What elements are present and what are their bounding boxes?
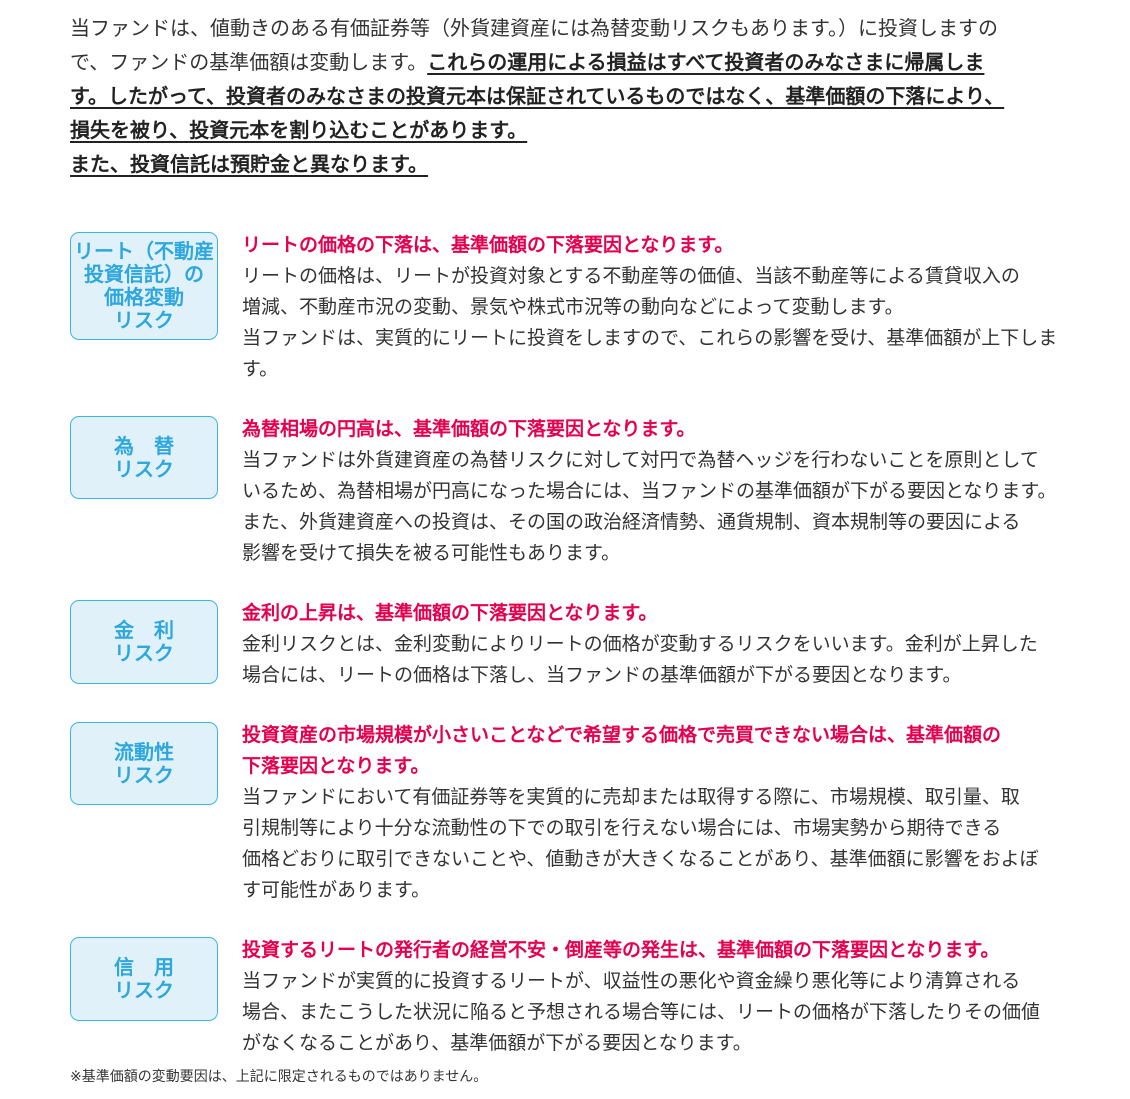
emphasized-text: 損失を被り、投資元本を割り込むことがあります。 (70, 118, 528, 142)
risk-body-line: す可能性があります。 (242, 879, 431, 901)
intro-text: で、ファンドの基準価額は変動します。 (70, 50, 428, 74)
risk-body-line: また、外貨建資産への投資は、その国の政治経済情勢、通貨規制、資本規制等の要因によ… (242, 511, 1021, 533)
risk-description: 為替相場の円高は、基準価額の下落要因となります。当ファンドは外貨建資産の為替リス… (242, 414, 1057, 569)
risk-body-line: リートの価格は、リートが投資対象とする不動産等の価値、当該不動産等による賃貸収入… (242, 265, 1020, 287)
intro-paragraph: 当ファンドは、値動きのある有価証券等（外貨建資産には為替変動リスクもあります。）… (70, 11, 1004, 181)
risk-label: 流動性リスク (70, 722, 218, 805)
risk-headline: リートの価格の下落は、基準価額の下落要因となります。 (242, 234, 734, 256)
risk-body-line: 引規制等により十分な流動性の下での取引を行えない場合には、市場実勢から期待できる (242, 817, 1002, 839)
risk-label-line: 信 用 (114, 955, 174, 979)
risk-body-line: 当ファンドが実質的に投資するリートが、収益性の悪化や資金繰り悪化等により清算され… (242, 970, 1021, 992)
risk-label-line: リスク (114, 978, 174, 1002)
risk-body-line: 価格どおりに取引できないことや、値動きが大きくなることがあり、基準価額に影響をお… (242, 848, 1039, 870)
risk-headline: 投資資産の市場規模が小さいことなどで希望する価格で売買できない場合は、基準価額の (242, 724, 1002, 746)
risk-headline: 下落要因となります。 (242, 755, 430, 777)
emphasized-text: す。したがって、投資者のみなさまの投資元本は保証されているものではなく、基準価額… (70, 84, 1005, 108)
risk-body-line: 場合、またこうした状況に陥ると予想される場合等には、リートの価格が下落したりその… (242, 1001, 1041, 1023)
risk-label-line: 投資信託）の (84, 262, 204, 286)
risk-description: リートの価格の下落は、基準価額の下落要因となります。リートの価格は、リートが投資… (242, 230, 1057, 385)
risk-label-line: リート（不動産 (74, 239, 214, 263)
intro-line: また、投資信託は預貯金と異なります。 (70, 147, 1004, 181)
intro-line: す。したがって、投資者のみなさまの投資元本は保証されているものではなく、基準価額… (70, 79, 1004, 113)
footnote: ※基準価額の変動要因は、上記に限定されるものではありません。 (70, 1069, 488, 1085)
risk-label-line: リスク (114, 456, 174, 481)
risk-body-line: 当ファンドは、実質的にリートに投資をしますので、これらの影響を受け、基準価額が上… (242, 327, 1058, 349)
intro-line: で、ファンドの基準価額は変動します。これらの運用による損益はすべて投資者のみなさ… (70, 45, 1004, 79)
risk-body-line: いるため、為替相場が円高になった場合には、当ファンドの基準価額が下がる要因となり… (242, 480, 1057, 502)
risk-body-line: す。 (242, 358, 279, 380)
risk-label-line: 流動性 (114, 739, 174, 764)
risk-label-line: リスク (114, 762, 174, 787)
risk-label-line: 金 利 (114, 618, 174, 642)
risk-description: 投資するリートの発行者の経営不安・倒産等の発生は、基準価額の下落要因となります。… (242, 935, 1040, 1059)
risk-body-line: 影響を受けて損失を被る可能性もあります。 (242, 542, 621, 564)
emphasized-text: また、投資信託は預貯金と異なります。 (70, 152, 428, 176)
risk-body-line: 場合には、リートの価格は下落し、当ファンドの基準価額が下がる要因となります。 (242, 664, 962, 686)
risk-body-line: 金利リスクとは、金利変動によりリートの価格が変動するリスクをいいます。金利が上昇… (242, 633, 1038, 655)
risk-description: 投資資産の市場規模が小さいことなどで希望する価格で売買できない場合は、基準価額の… (242, 720, 1039, 906)
risk-body-line: 当ファンドにおいて有価証券等を実質的に売却または取得する際に、市場規模、取引量、… (242, 786, 1020, 808)
intro-line: 損失を被り、投資元本を割り込むことがあります。 (70, 113, 1004, 147)
risk-headline: 投資するリートの発行者の経営不安・倒産等の発生は、基準価額の下落要因となります。 (242, 939, 1000, 961)
risk-label: 信 用リスク (70, 937, 218, 1021)
intro-line: 当ファンドは、値動きのある有価証券等（外貨建資産には為替変動リスクもあります。）… (70, 11, 1004, 45)
risk-headline: 金利の上昇は、基準価額の下落要因となります。 (242, 602, 658, 624)
risk-headline: 為替相場の円高は、基準価額の下落要因となります。 (242, 418, 696, 440)
risk-body-line: がなくなることがあり、基準価額が下がる要因となります。 (242, 1032, 752, 1054)
risk-label: 金 利リスク (70, 600, 218, 684)
risk-label-line: 価格変動 (104, 285, 184, 309)
risk-label-line: 為 替 (114, 433, 174, 458)
risk-label-line: リスク (114, 308, 174, 332)
risk-label: リート（不動産投資信託）の価格変動リスク (70, 232, 218, 340)
risk-label-line: リスク (114, 641, 174, 665)
risk-description: 金利の上昇は、基準価額の下落要因となります。金利リスクとは、金利変動によりリート… (242, 598, 1038, 691)
intro-text: 当ファンドは、値動きのある有価証券等（外貨建資産には為替変動リスクもあります。）… (70, 16, 998, 40)
risk-body-line: 当ファンドは外貨建資産の為替リスクに対して対円で為替ヘッジを行わないことを原則と… (242, 449, 1039, 471)
emphasized-text: これらの運用による損益はすべて投資者のみなさまに帰属しま (427, 50, 985, 74)
risk-body-line: 増減、不動産市況の変動、景気や株式市況等の動向などによって変動します。 (242, 296, 904, 318)
risk-label: 為 替リスク (70, 416, 218, 499)
